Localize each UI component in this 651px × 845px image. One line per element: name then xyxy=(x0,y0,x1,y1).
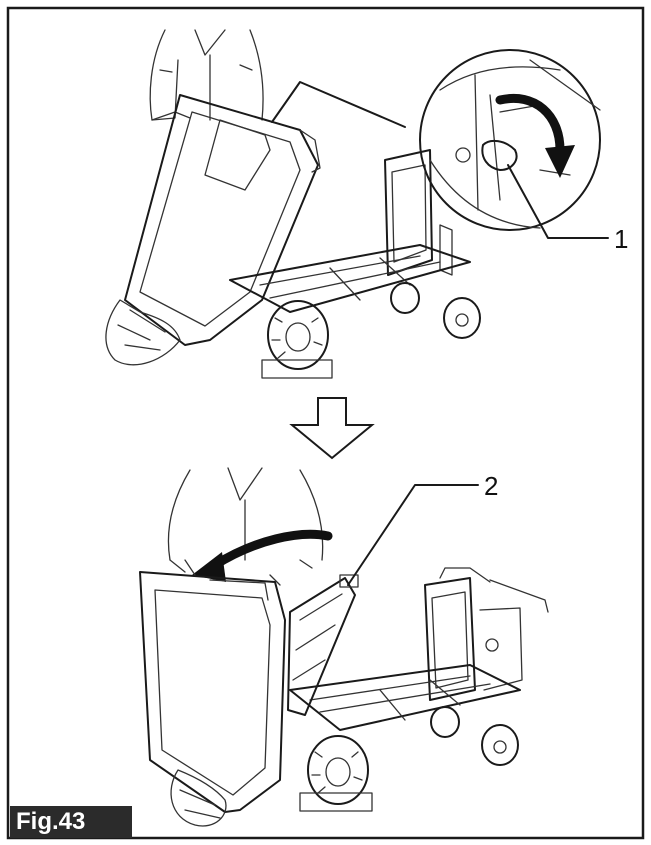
person-bottom xyxy=(167,467,324,573)
callout-2-label: 2 xyxy=(484,471,498,501)
debris-top xyxy=(105,299,181,366)
callout-1-leader xyxy=(507,164,609,239)
bucket-bottom xyxy=(139,559,286,813)
wheels-top xyxy=(261,282,481,379)
top-scene-unlock-bucket xyxy=(105,29,609,379)
bucket-frame xyxy=(287,574,359,716)
cart-bottom xyxy=(289,567,549,731)
callout-1-label: 1 xyxy=(614,224,628,254)
wheels-bottom xyxy=(299,706,519,812)
figure-label: Fig.43 xyxy=(10,806,132,838)
magnifier-detail xyxy=(419,49,601,231)
callout-2-leader xyxy=(347,484,479,586)
down-arrow-icon xyxy=(289,397,375,460)
person-top xyxy=(149,29,264,121)
curved-arrow-icon xyxy=(210,529,333,570)
rotate-arrow-icon xyxy=(495,94,565,155)
debris-bottom xyxy=(170,769,227,827)
cart-top xyxy=(229,149,471,313)
magnifier-leader xyxy=(271,81,406,128)
bucket-top xyxy=(124,94,321,346)
bottom-scene-remove-bucket xyxy=(139,467,549,827)
